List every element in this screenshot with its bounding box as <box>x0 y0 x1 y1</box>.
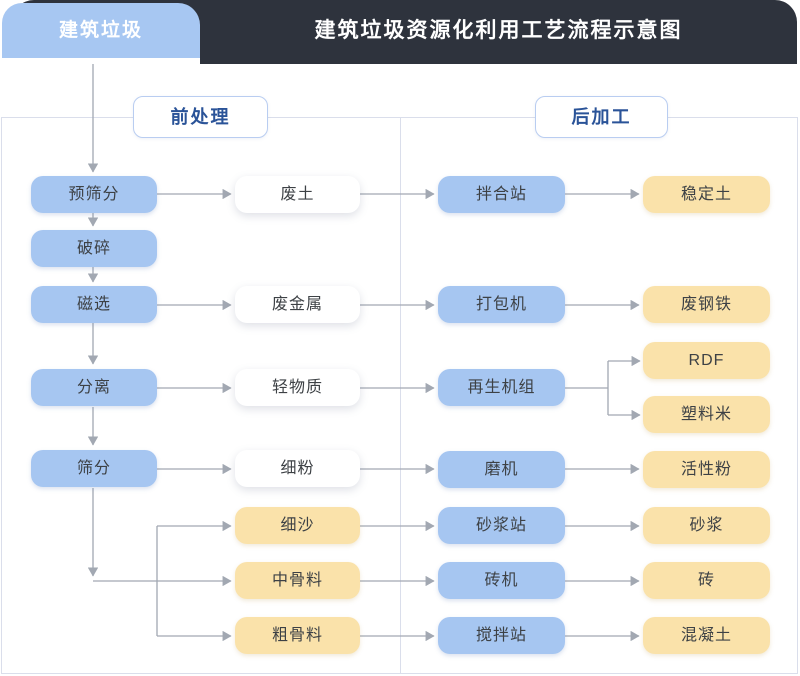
node-separation: 分离 <box>31 369 157 406</box>
section-label-pretreatment: 前处理 <box>133 96 268 138</box>
node-pre-screening: 预筛分 <box>31 176 157 213</box>
node-mill: 磨机 <box>438 451 565 488</box>
node-regeneration-unit: 再生机组 <box>438 369 565 406</box>
node-screening: 筛分 <box>31 450 157 487</box>
node-concrete-mixing-plant: 搅拌站 <box>438 617 565 654</box>
node-mixing-plant: 拌合站 <box>438 176 565 213</box>
source-tab-construction-waste: 建筑垃圾 <box>2 3 200 58</box>
node-crushing: 破碎 <box>31 230 157 267</box>
node-baler: 打包机 <box>438 286 565 323</box>
tab-skirt <box>0 58 200 64</box>
node-mortar: 砂浆 <box>643 507 770 544</box>
section-divider <box>400 117 401 673</box>
node-scrap-steel: 废钢铁 <box>643 286 770 323</box>
node-brick: 砖 <box>643 562 770 599</box>
node-brick-machine: 砖机 <box>438 562 565 599</box>
node-coarse-aggregate: 粗骨料 <box>235 617 360 654</box>
node-rdf: RDF <box>643 342 770 379</box>
node-plastic-pellets: 塑料米 <box>643 396 770 433</box>
node-stabilized-soil: 稳定土 <box>643 176 770 213</box>
node-light-material: 轻物质 <box>235 369 360 406</box>
page-title: 建筑垃圾资源化利用工艺流程示意图 <box>314 19 683 42</box>
node-medium-aggregate: 中骨料 <box>235 562 360 599</box>
node-fine-sand: 细沙 <box>235 507 360 544</box>
node-magnetic-separation: 磁选 <box>31 286 157 323</box>
node-waste-metal: 废金属 <box>235 286 360 323</box>
node-fine-powder: 细粉 <box>235 450 360 487</box>
node-concrete: 混凝土 <box>643 617 770 654</box>
section-label-postprocessing: 后加工 <box>535 96 668 138</box>
node-active-powder: 活性粉 <box>643 451 770 488</box>
node-mortar-plant: 砂浆站 <box>438 507 565 544</box>
node-waste-soil: 废土 <box>235 176 360 213</box>
